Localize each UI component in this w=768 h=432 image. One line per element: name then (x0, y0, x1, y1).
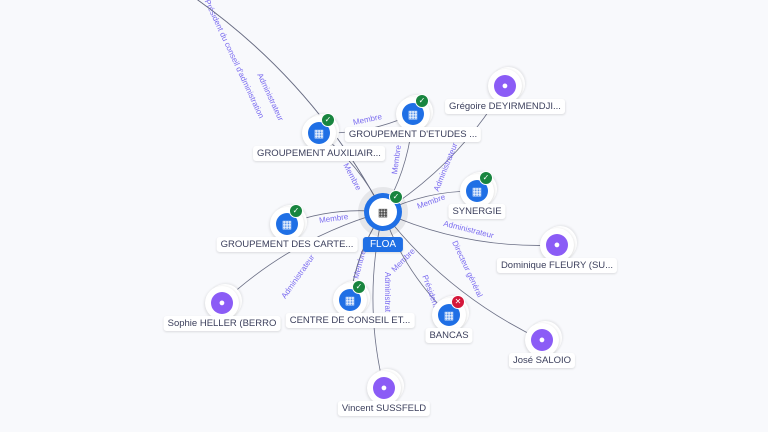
node-bubble[interactable]: ● (525, 323, 559, 357)
node-label[interactable]: Vincent SUSSFELD (337, 401, 431, 416)
check-icon: ✓ (415, 94, 429, 108)
company-icon: ▦ (402, 103, 424, 125)
node-bubble[interactable]: ● (367, 371, 401, 405)
edge-label: Membre (341, 162, 363, 193)
edge-line (382, 211, 543, 341)
node-bubble[interactable]: ● (205, 286, 239, 320)
node-label[interactable]: BANCAS (425, 328, 473, 343)
node-bubble[interactable]: ▦✓ (396, 94, 430, 131)
node-bubble[interactable]: ▦✓ (364, 190, 403, 231)
node-label[interactable]: José SALOIO (508, 353, 576, 368)
person-icon: ● (531, 329, 553, 351)
node-label[interactable]: FLOA (362, 237, 404, 252)
person-icon: ● (494, 75, 516, 97)
node-bubble[interactable]: ▦✓ (270, 204, 304, 241)
node-label[interactable]: Sophie HELLER (BERRO (163, 316, 281, 331)
check-icon: ✓ (352, 280, 366, 294)
edge-label: Président du conseil d'administration (203, 0, 266, 120)
person-icon: ● (211, 292, 233, 314)
edge-line (372, 211, 385, 389)
node-bubble[interactable]: ● (540, 228, 574, 262)
node-label[interactable]: SYNERGIE (448, 204, 506, 219)
node-label[interactable]: Grégoire DEYIRMENDJI... (445, 99, 565, 114)
node-label[interactable]: CENTRE DE CONSEIL ET... (285, 313, 415, 328)
check-icon: ✓ (479, 171, 493, 185)
edge-label: Membre (318, 212, 349, 225)
person-icon: ● (373, 377, 395, 399)
node-label[interactable]: Dominique FLEURY (SU... (496, 258, 618, 273)
company-icon: ▦ (276, 213, 298, 235)
node-bubble[interactable]: ▦✓ (460, 171, 494, 208)
edge-label: Administrateur (442, 219, 495, 240)
company-icon: ▦ (339, 289, 361, 311)
edge-line (197, 0, 384, 213)
edge-label: Membre (352, 112, 383, 127)
company-icon: ▦ (308, 122, 330, 144)
check-icon: ✓ (389, 190, 403, 204)
node-bubble[interactable]: ▦✓ (302, 113, 336, 150)
edge-label: Administrat (383, 272, 392, 313)
node-bubble[interactable]: ▦✓ (333, 280, 367, 317)
close-icon: ✕ (451, 295, 465, 309)
check-icon: ✓ (289, 204, 303, 218)
person-icon: ● (546, 234, 568, 256)
node-bubble[interactable]: ● (488, 69, 522, 103)
company-icon: ▦ (438, 304, 460, 326)
edge-label: Administrateur (432, 141, 460, 193)
edge-label: Directeur général (450, 239, 484, 299)
company-icon: ▦ (466, 180, 488, 202)
node-bubble[interactable]: ▦✕ (432, 295, 466, 332)
check-icon: ✓ (321, 113, 335, 127)
edge-label: Administrateur (279, 253, 316, 301)
node-label[interactable]: GROUPEMENT AUXILIAIR... (253, 146, 385, 161)
node-label[interactable]: GROUPEMENT D'ETUDES ... (344, 127, 482, 142)
node-label[interactable]: GROUPEMENT DES CARTE... (216, 237, 358, 252)
edge-line (382, 211, 558, 246)
edge-label: Membre (390, 144, 403, 175)
edge-label: Membre (351, 248, 367, 279)
